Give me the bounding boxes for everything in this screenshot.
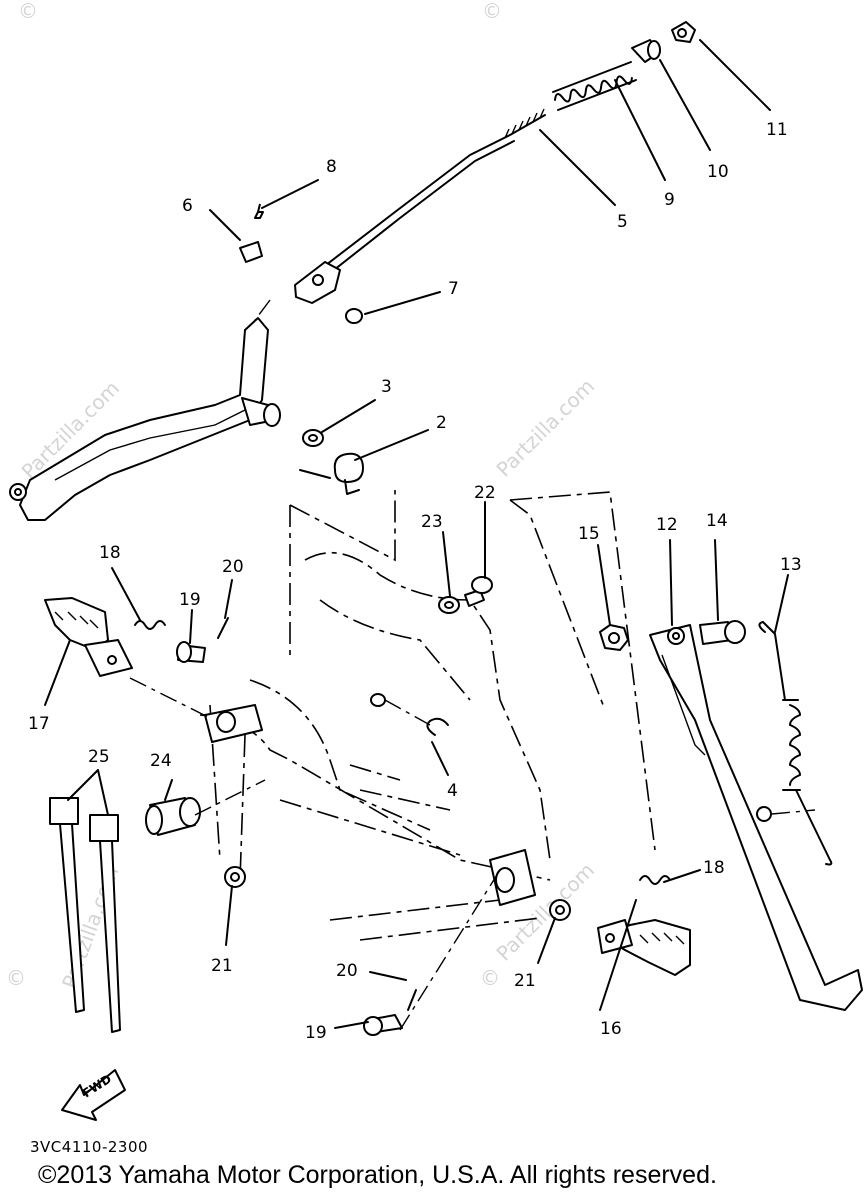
callout-21-left: 21 bbox=[211, 956, 233, 976]
copyright-notice: ©2013 Yamaha Motor Corporation, U.S.A. A… bbox=[38, 1161, 717, 1189]
frame-small-parts bbox=[145, 576, 571, 921]
brake-rod-assembly bbox=[239, 21, 696, 324]
callout-20-right: 20 bbox=[336, 961, 358, 981]
side-stand bbox=[599, 620, 863, 1011]
callout-25: 25 bbox=[88, 747, 110, 767]
fwd-arrow: FWD bbox=[61, 1069, 126, 1121]
footrest-right bbox=[363, 869, 691, 1036]
brake-rod-spring bbox=[554, 75, 633, 103]
callout-17: 17 bbox=[28, 714, 50, 734]
brake-pedal bbox=[9, 317, 364, 521]
callout-7: 7 bbox=[448, 279, 459, 299]
footrest-spring bbox=[134, 620, 166, 630]
callout-18-left: 18 bbox=[99, 543, 121, 563]
callout-18-right: 18 bbox=[703, 858, 725, 878]
watermark-mark: © bbox=[480, 966, 500, 990]
callout-8: 8 bbox=[326, 157, 337, 177]
callout-9: 9 bbox=[664, 190, 675, 210]
callout-21-right: 21 bbox=[514, 971, 536, 991]
callout-19-left: 19 bbox=[179, 590, 201, 610]
cable-ties bbox=[49, 797, 121, 1033]
callout-12: 12 bbox=[656, 515, 678, 535]
callout-16: 16 bbox=[600, 1019, 622, 1039]
footrest-left bbox=[44, 597, 229, 719]
callout-2: 2 bbox=[436, 413, 447, 433]
footrest-spring bbox=[639, 875, 671, 885]
callout-6: 6 bbox=[182, 196, 193, 216]
leader-lines bbox=[44, 39, 789, 1029]
pedal-return-spring bbox=[299, 452, 364, 495]
callout-4: 4 bbox=[447, 781, 458, 801]
rod-nut bbox=[345, 308, 363, 324]
callout-15: 15 bbox=[578, 524, 600, 544]
brake-rod-pin bbox=[239, 241, 263, 263]
cotter-pin bbox=[407, 989, 417, 1011]
callout-14: 14 bbox=[706, 511, 728, 531]
callout-10: 10 bbox=[707, 162, 729, 182]
callout-24: 24 bbox=[150, 751, 172, 771]
frame-mounts bbox=[204, 693, 536, 906]
cotter-pin bbox=[217, 617, 229, 639]
callout-5: 5 bbox=[617, 212, 628, 232]
callout-22: 22 bbox=[474, 483, 496, 503]
watermark-mark: © bbox=[6, 966, 26, 990]
watermark-mark: © bbox=[18, 0, 38, 23]
cotter-pin bbox=[254, 203, 264, 219]
callout-23: 23 bbox=[421, 512, 443, 532]
stand-spring bbox=[758, 621, 833, 866]
callout-13: 13 bbox=[780, 555, 802, 575]
diagram-code: 3VC4110-2300 bbox=[30, 1138, 149, 1156]
callouts: 11 10 9 5 8 6 7 3 2 22 23 15 12 14 13 18… bbox=[28, 120, 802, 1043]
watermark-text: Partzilla.com bbox=[492, 374, 599, 481]
callout-19-right: 19 bbox=[305, 1023, 327, 1043]
watermark-mark: © bbox=[482, 0, 502, 23]
brake-rod bbox=[299, 114, 546, 286]
callout-11: 11 bbox=[766, 120, 788, 140]
watermarks: Partzilla.com Partzilla.com Partzilla.co… bbox=[6, 0, 599, 992]
callout-3: 3 bbox=[381, 377, 392, 397]
circlip bbox=[426, 717, 449, 736]
callout-20-left: 20 bbox=[222, 557, 244, 577]
